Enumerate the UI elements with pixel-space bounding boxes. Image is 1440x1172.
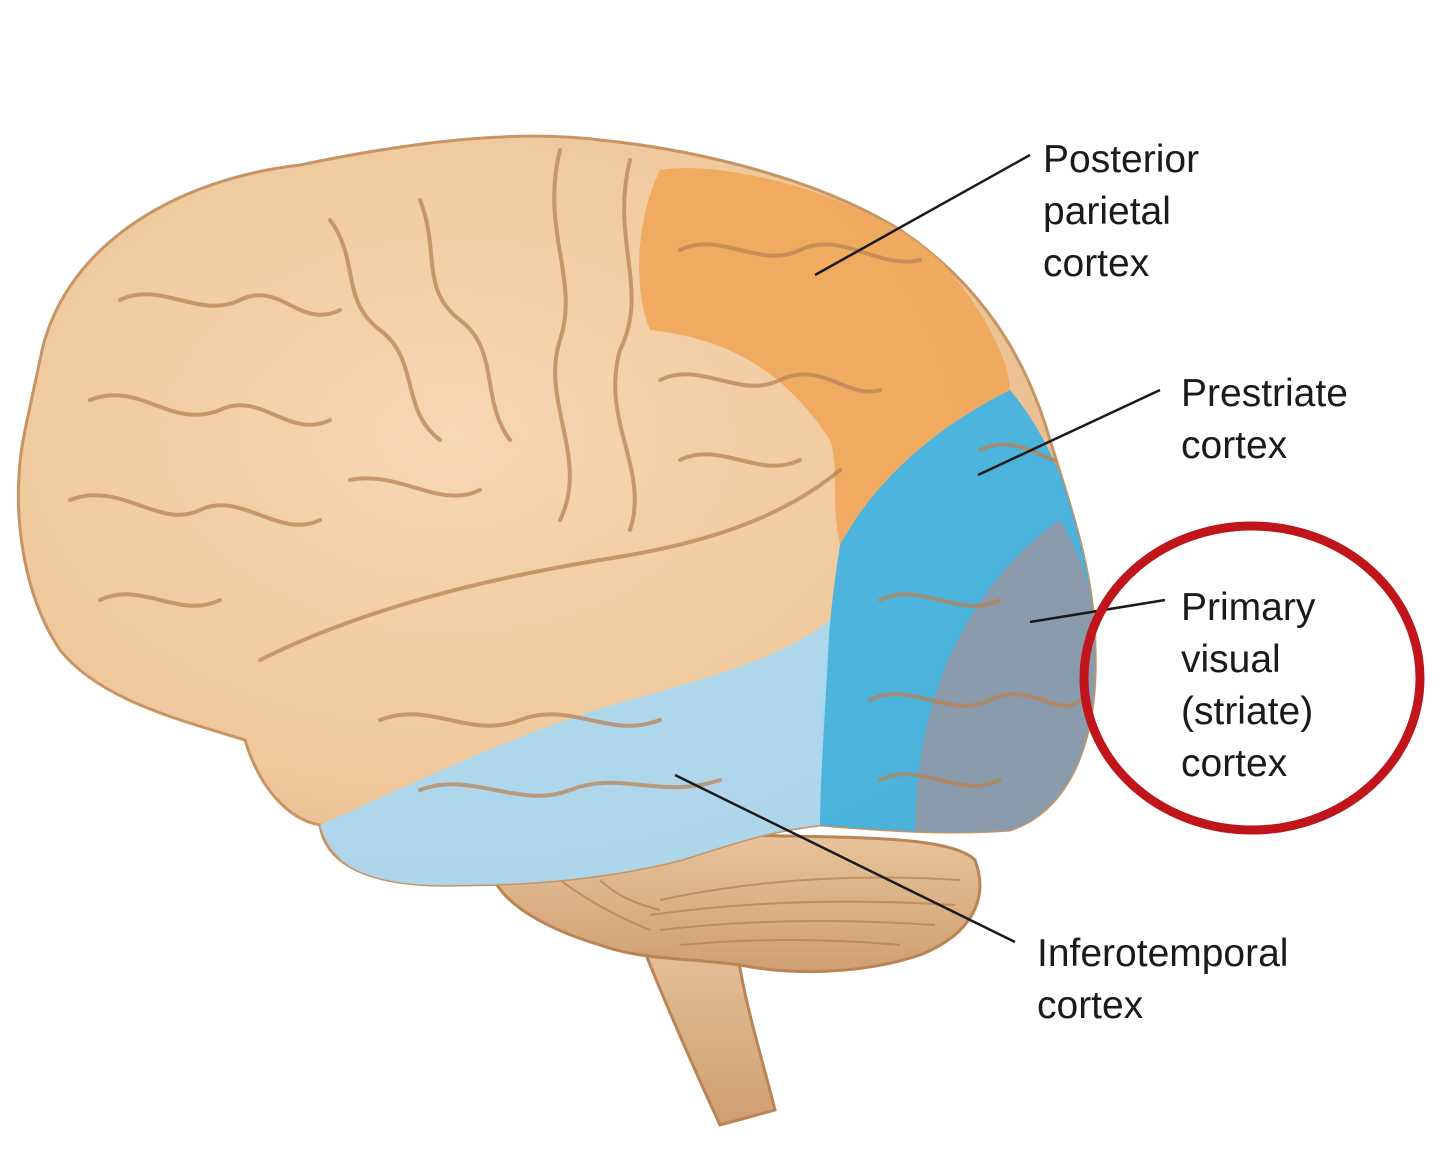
label-line: cortex: [1043, 242, 1150, 285]
label-line: cortex: [1037, 984, 1144, 1027]
leader-prestriate: [977, 388, 1161, 477]
label-line: parietal: [1043, 190, 1171, 233]
highlight-circle: [1079, 521, 1425, 835]
label-primary-visual-cortex: Primary visual (striate) cortex: [1181, 582, 1315, 790]
label-line: Primary: [1181, 586, 1316, 629]
label-line: Inferotemporal: [1037, 932, 1289, 975]
sulci: [68, 148, 1082, 798]
label-line: visual: [1181, 638, 1281, 681]
label-posterior-parietal-cortex: Posterior parietal cortex: [1043, 134, 1199, 290]
leader-posterior-parietal: [814, 153, 1031, 277]
label-line: Posterior: [1043, 138, 1200, 181]
region-inferotemporal: [320, 620, 830, 886]
label-line: Prestriate: [1181, 372, 1348, 415]
label-line: cortex: [1181, 424, 1288, 467]
label-prestriate-cortex: Prestriate cortex: [1181, 368, 1348, 472]
leader-inferotemporal: [674, 773, 1016, 944]
label-inferotemporal-cortex: Inferotemporal cortex: [1037, 928, 1288, 1032]
label-line: (striate): [1181, 690, 1314, 733]
brainstem: [637, 928, 777, 1127]
label-line: cortex: [1181, 742, 1288, 785]
region-primary-visual: [915, 520, 1096, 840]
cerebellum-folia: [559, 876, 961, 946]
